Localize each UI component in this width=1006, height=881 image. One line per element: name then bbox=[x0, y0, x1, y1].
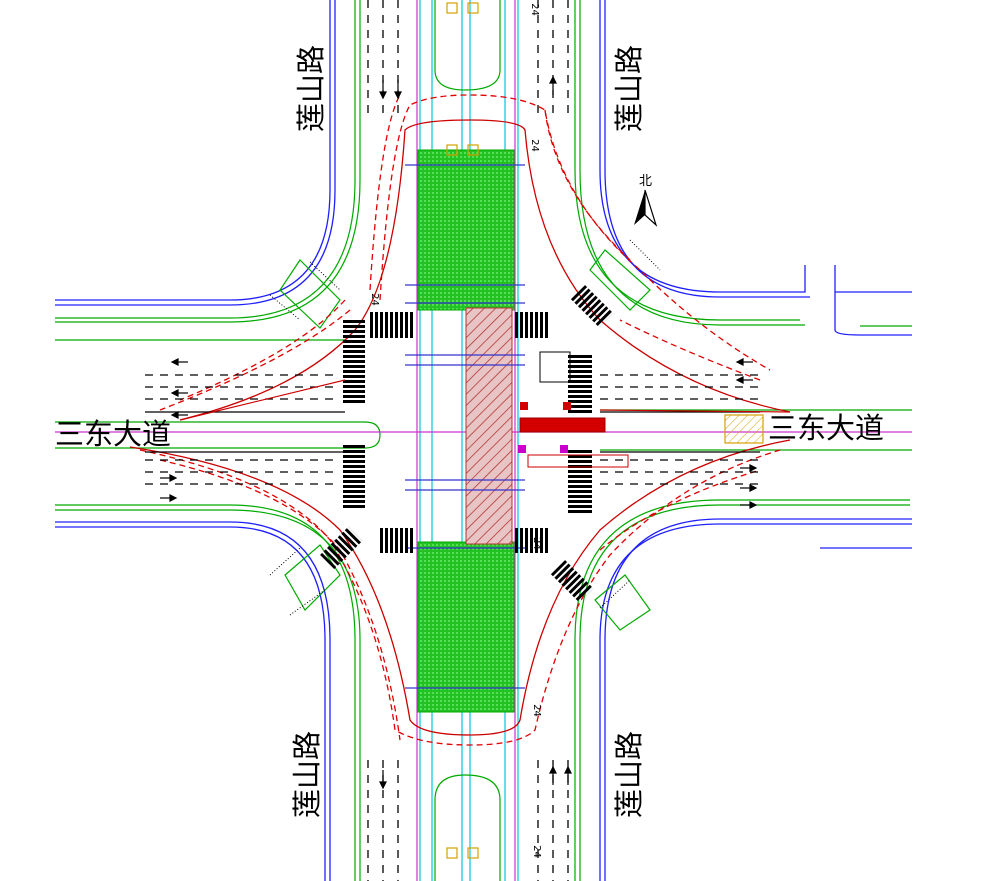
stop-lines bbox=[179, 379, 791, 421]
platform-markers bbox=[446, 2, 479, 859]
lane-mark-2: 24 bbox=[528, 139, 540, 152]
lane-mark-1: 24 bbox=[528, 3, 540, 16]
road-label-ns-ne: 莲山路 bbox=[612, 44, 647, 133]
curb-lines bbox=[55, 0, 912, 881]
north-platform bbox=[417, 149, 515, 311]
direction-arrows bbox=[160, 75, 758, 790]
crosswalk-west bbox=[343, 318, 365, 403]
road-label-ns-sw: 莲山路 bbox=[290, 730, 325, 819]
crosswalk-east-2 bbox=[568, 450, 592, 515]
lane-markings bbox=[145, 0, 760, 881]
lane-mark-5: 24 bbox=[530, 704, 542, 717]
platform-lines bbox=[405, 164, 525, 689]
sidewalk-edges bbox=[55, 0, 912, 881]
road-label-ew-west: 三东大道 bbox=[55, 417, 172, 451]
crosswalk-south-e bbox=[515, 528, 550, 553]
lane-mark-6: 24 bbox=[530, 845, 542, 858]
north-arrow-icon bbox=[634, 189, 658, 227]
crosswalks bbox=[320, 285, 614, 603]
lane-mark-4: 24 bbox=[530, 537, 542, 550]
platform-noses bbox=[434, 0, 501, 881]
signal-equipment bbox=[518, 351, 629, 468]
crosswalk-east bbox=[568, 355, 592, 415]
crosswalk-south-w bbox=[380, 528, 415, 553]
road-label-ns-nw: 莲山路 bbox=[294, 44, 329, 133]
crosswalk-north-e bbox=[515, 312, 550, 338]
lane-mark-3: 24 bbox=[368, 293, 380, 306]
yellow-zone bbox=[724, 414, 764, 444]
rail-crossing-zone bbox=[465, 307, 513, 545]
road-label-ns-se: 莲山路 bbox=[612, 730, 647, 819]
crosswalk-north-w bbox=[370, 312, 415, 338]
crosswalk-west-2 bbox=[343, 445, 365, 510]
south-platform bbox=[417, 541, 515, 713]
north-label: 北 bbox=[639, 174, 653, 189]
corner-ticks bbox=[269, 239, 661, 616]
road-label-ew-east: 三东大道 bbox=[768, 411, 885, 445]
